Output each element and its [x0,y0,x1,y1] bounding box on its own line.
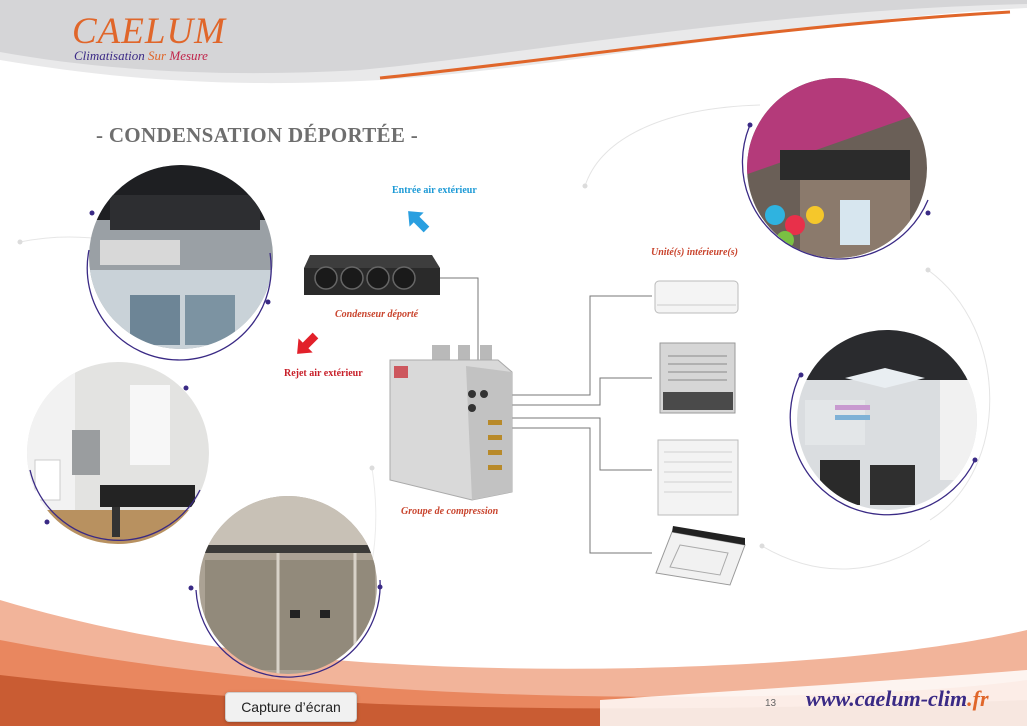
screenshot-button[interactable]: Capture d’écran [225,692,357,722]
wall-split-unit [654,280,739,314]
label-air-out: Rejet air extérieur [284,368,363,379]
floor-console-unit [657,439,739,516]
tagline-word-1: Climatisation [74,48,145,63]
hair-salon-photo [797,330,977,510]
website-tld: .fr [967,686,989,711]
brand-logo: CAELUM [72,11,226,52]
connector-lines [437,277,652,554]
website-link[interactable]: www.caelum-clim.fr [806,686,989,712]
label-compressor: Groupe de compression [401,506,499,517]
air-out-arrow-icon [297,332,319,354]
website-main: www.caelum-clim [806,686,968,711]
deco-dots [17,183,931,549]
ceiling-cassette-unit [655,526,746,586]
label-condenser: Condenseur déporté [335,309,419,320]
label-air-in: Entrée air extérieur [392,185,477,196]
treatment-room-photo [27,362,209,544]
page-number: 13 [765,698,777,709]
photo-rings [29,124,976,678]
remote-condenser-unit [304,255,440,295]
page-title: - CONDENSATION DÉPORTÉE - [96,123,418,147]
tagline-word-2: Sur [148,48,167,63]
shopfront-glass-photo [199,496,377,674]
air-in-arrow-icon [408,211,430,233]
ring-dots [44,122,978,591]
brand-tagline: Climatisation Sur Mesure [74,48,208,64]
compression-group-unit [389,345,513,501]
ducted-unit [659,342,736,414]
label-indoor-units: Unité(s) intérieure(s) [651,247,738,258]
tagline-word-3: Mesure [169,48,208,63]
